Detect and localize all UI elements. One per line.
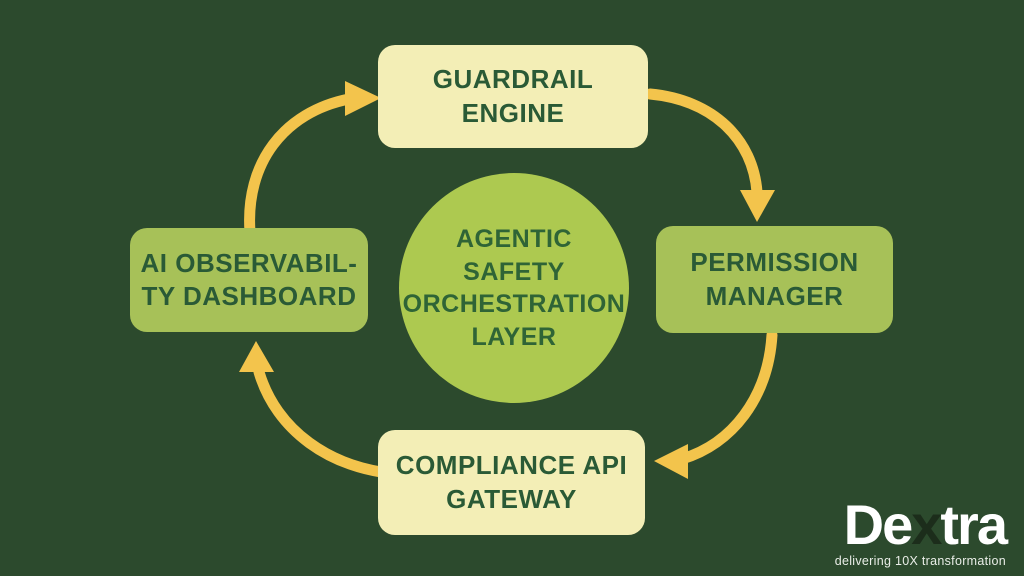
node-ai-observability-dashboard-label: AI OBSERVABIL- TY DASHBOARD	[140, 247, 358, 311]
hub-agentic-safety-orchestration-layer: AGENTIC SAFETY ORCHESTRATION LAYER	[399, 173, 629, 403]
dextra-logo: Dextra	[835, 497, 1008, 553]
logo-prefix: De	[843, 493, 914, 556]
node-compliance-api-gateway: COMPLIANCE API GATEWAY	[378, 430, 645, 535]
hub-label: AGENTIC SAFETY ORCHESTRATION LAYER	[402, 225, 626, 351]
arrow-left-to-top	[244, 81, 381, 238]
arrow-bottom-to-left	[239, 341, 404, 480]
node-compliance-api-gateway-label: COMPLIANCE API GATEWAY	[395, 450, 628, 514]
brand-tagline: delivering 10X transformation	[834, 554, 1006, 568]
arrow-top-to-right	[644, 88, 775, 222]
arrow-right-to-bottom	[654, 329, 778, 479]
brand-lockup: Dextra delivering 10X transformation	[834, 497, 1008, 569]
logo-x-letter: x	[911, 493, 942, 556]
node-guardrail-engine-label: GUARDRAIL ENGINE	[432, 64, 594, 128]
logo-suffix: tra	[940, 493, 1008, 556]
node-ai-observability-dashboard: AI OBSERVABIL- TY DASHBOARD	[130, 228, 368, 332]
node-permission-manager-label: PERMISSION MANAGER	[690, 247, 859, 311]
node-permission-manager: PERMISSION MANAGER	[656, 226, 893, 333]
node-guardrail-engine: GUARDRAIL ENGINE	[378, 45, 648, 148]
